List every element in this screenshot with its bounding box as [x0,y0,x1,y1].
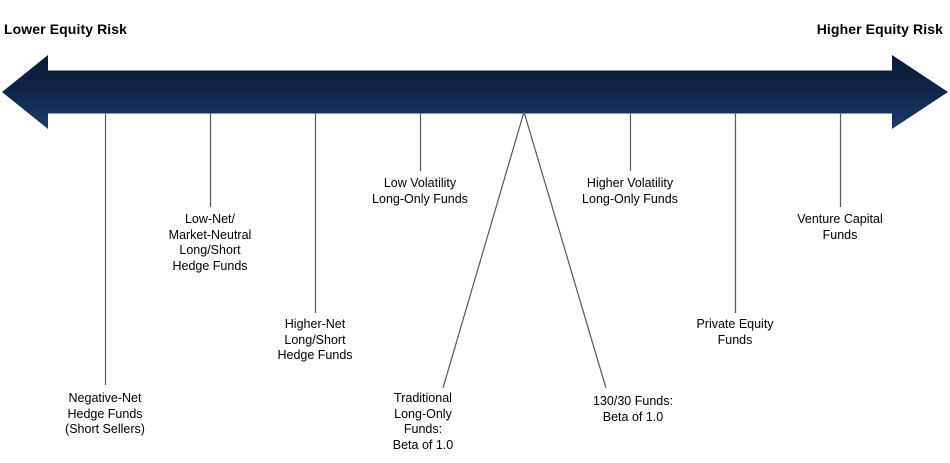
connector-traditional-long-only [442,111,525,389]
fund-label-venture-capital-funds: Venture Capital Funds [797,212,883,242]
higher-equity-risk-label: Higher Equity Risk [816,21,943,37]
fund-label-higher-volatility-long-only: Higher Volatility Long-Only Funds [582,176,678,206]
connector-lines [104,111,842,389]
lower-equity-risk-label: Lower Equity Risk [4,21,128,37]
fund-label-higher-net-long-short: Higher-Net Long/Short Hedge Funds [277,317,353,362]
fund-label-low-volatility-long-only: Low Volatility Long-Only Funds [372,176,468,206]
double-arrow [2,55,948,129]
fund-label-negative-net-hedge-funds: Negative-Net Hedge Funds (Short Sellers) [65,391,145,436]
fund-label-traditional-long-only: Traditional Long-Only Funds: Beta of 1.0 [392,391,454,452]
fund-label-low-net-market-neutral: Low-Net/ Market-Neutral Long/Short Hedge… [168,212,252,273]
fund-label-130-30-funds: 130/30 Funds: Beta of 1.0 [593,394,673,424]
connector-130-30 [523,111,607,389]
fund-label-private-equity-funds: Private Equity Funds [696,317,774,347]
